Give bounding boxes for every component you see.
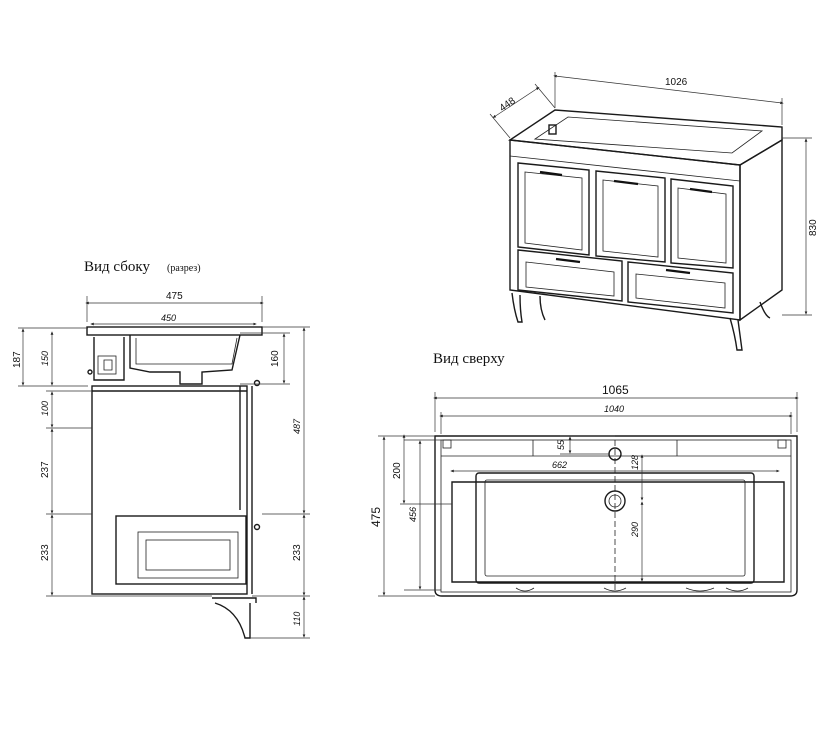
side-leg — [212, 597, 257, 639]
side-drawer — [115, 515, 247, 585]
iso-band-line — [509, 155, 741, 182]
iso-leg — [539, 295, 546, 321]
dim-1065: 1065 — [602, 383, 629, 397]
iso-leg — [511, 292, 523, 323]
side-cabinet-body — [91, 385, 248, 595]
dim-150: 150 — [40, 351, 50, 366]
iso-door-left — [517, 162, 590, 256]
side-view-title: Вид сбоку — [84, 259, 150, 275]
dim-290: 290 — [630, 522, 640, 538]
dim-475-top: 475 — [369, 507, 383, 527]
dim-475-side: 475 — [166, 291, 183, 302]
top-view: Вид сверху 1065 1040 662 — [369, 351, 799, 597]
isometric-view: 1026 448 830 — [489, 72, 819, 351]
iso-leg — [729, 317, 743, 351]
iso-sink-basin — [533, 116, 764, 154]
dim-456: 456 — [408, 507, 418, 522]
iso-faucet — [548, 124, 557, 135]
dim-128: 128 — [630, 455, 640, 470]
iso-handle — [689, 187, 713, 194]
iso-door-middle — [595, 170, 666, 263]
iso-drawer-right — [627, 261, 734, 314]
side-view: Вид сбоку (разрез) 475 450 — [12, 259, 310, 639]
iso-door-right — [670, 178, 734, 269]
dim-1040: 1040 — [604, 404, 624, 414]
dim-448: 448 — [498, 95, 518, 114]
top-outline — [434, 435, 798, 597]
dim-662: 662 — [552, 460, 567, 470]
iso-countertop — [508, 109, 783, 166]
iso-handle — [539, 170, 563, 177]
top-sink-rim — [451, 481, 785, 583]
dim-110: 110 — [292, 612, 302, 626]
iso-handle — [555, 257, 581, 264]
side-view-note: (разрез) — [167, 263, 201, 274]
dim-487: 487 — [292, 418, 302, 434]
side-sink-section — [129, 334, 241, 385]
side-countertop — [86, 326, 263, 336]
dim-233-right: 233 — [292, 544, 303, 561]
dim-55: 55 — [556, 439, 566, 450]
top-view-title: Вид сверху — [433, 351, 505, 367]
dim-160: 160 — [270, 350, 281, 367]
dim-187: 187 — [12, 351, 23, 368]
dim-830: 830 — [808, 219, 819, 236]
iso-handle — [665, 268, 691, 275]
iso-handle — [613, 179, 639, 186]
iso-leg — [759, 301, 771, 319]
dim-100: 100 — [40, 401, 50, 416]
dim-450-side: 450 — [161, 313, 176, 323]
dim-233-left: 233 — [40, 544, 51, 561]
dim-1026: 1026 — [665, 77, 688, 88]
dim-200: 200 — [392, 462, 403, 479]
side-siphon-box — [93, 337, 125, 381]
iso-drawer-left — [517, 249, 623, 302]
dim-237: 237 — [40, 461, 51, 478]
iso-side-face — [739, 138, 783, 322]
